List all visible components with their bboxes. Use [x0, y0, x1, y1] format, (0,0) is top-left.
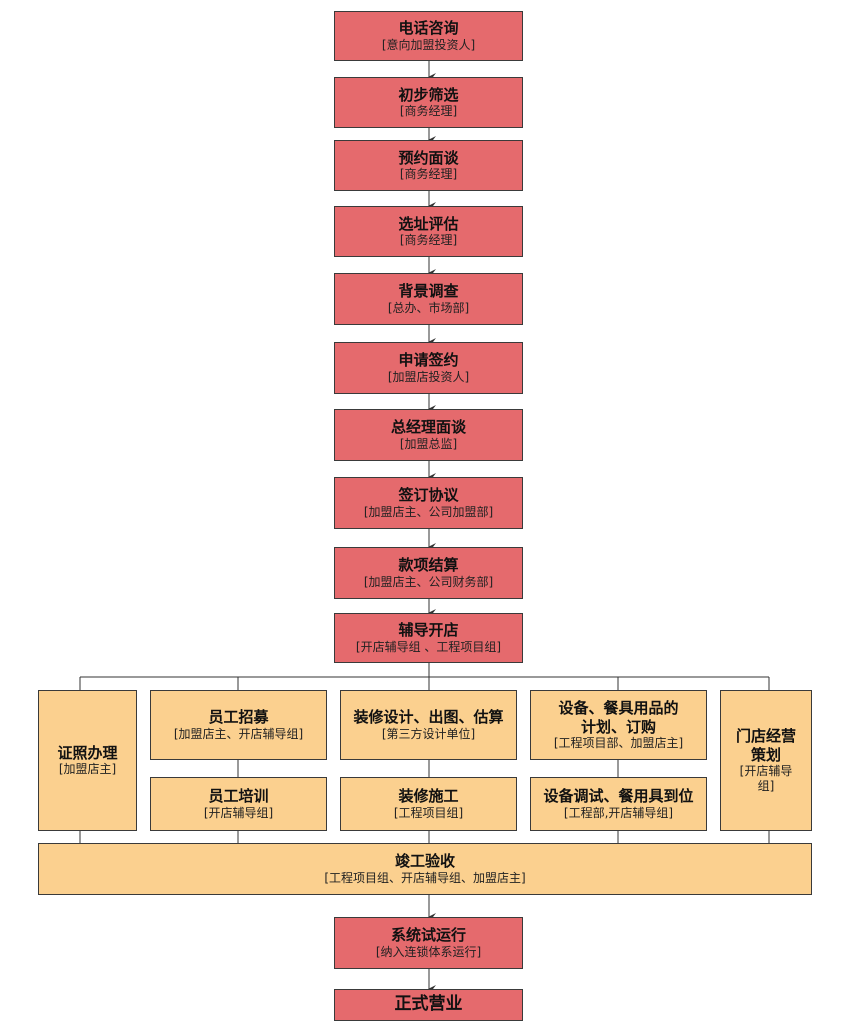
- step-title: 系统试运行: [390, 926, 466, 945]
- step-role: [商务经理]: [399, 167, 458, 182]
- step-payment-settlement: 款项结算 [加盟店主、公司财务部]: [334, 547, 523, 599]
- task-role: [第三方设计单位]: [381, 726, 476, 741]
- step-role: [加盟店主、公司财务部]: [363, 574, 494, 589]
- step-title: 竣工验收: [394, 852, 455, 871]
- step-title: 签订协议: [398, 486, 459, 505]
- task-title: 装修设计、出图、估算: [353, 708, 504, 727]
- task-role-line1: [开店辅导: [739, 764, 793, 779]
- task-title: 员工招募: [208, 708, 269, 727]
- task-store-planning: 门店经营 策划 [开店辅导 组]: [720, 690, 812, 831]
- task-title-line1: 设备、餐具用品的: [558, 698, 679, 717]
- step-title: 预约面谈: [398, 148, 459, 167]
- step-apply-contract: 申请签约 [加盟店投资人]: [334, 342, 523, 394]
- step-title: 初步筛选: [398, 85, 459, 104]
- step-opening-guidance: 辅导开店 [开店辅导组 、工程项目组]: [334, 613, 523, 663]
- step-role: [加盟店投资人]: [387, 369, 470, 384]
- step-phone-consult: 电话咨询 [意向加盟投资人]: [334, 11, 523, 61]
- step-appointment-interview: 预约面谈 [商务经理]: [334, 140, 523, 191]
- step-trial-run: 系统试运行 [纳入连锁体系运行]: [334, 917, 523, 969]
- step-role: [加盟店主、公司加盟部]: [363, 504, 494, 519]
- step-role: [商务经理]: [399, 233, 458, 248]
- step-role: [商务经理]: [399, 104, 458, 119]
- task-role: [工程项目部、加盟店主]: [553, 736, 684, 751]
- step-role: [纳入连锁体系运行]: [375, 944, 482, 959]
- step-sign-agreement: 签订协议 [加盟店主、公司加盟部]: [334, 477, 523, 529]
- task-staff-training: 员工培训 [开店辅导组]: [150, 777, 327, 831]
- task-license: 证照办理 [加盟店主]: [38, 690, 137, 831]
- task-equipment-testing: 设备调试、餐用具到位 [工程部,开店辅导组]: [530, 777, 707, 831]
- task-title-line2: 计划、订购: [580, 717, 656, 736]
- task-role: [工程部,开店辅导组]: [563, 805, 674, 820]
- step-completion-acceptance: 竣工验收 [工程项目组、开店辅导组、加盟店主]: [38, 843, 812, 895]
- step-title: 选址评估: [398, 214, 459, 233]
- task-staff-recruitment: 员工招募 [加盟店主、开店辅导组]: [150, 690, 327, 760]
- task-role: [加盟店主、开店辅导组]: [173, 726, 304, 741]
- step-role: [加盟总监]: [399, 436, 458, 451]
- task-role-line2: 组]: [757, 779, 775, 794]
- step-official-opening: 正式营业: [334, 989, 523, 1021]
- task-renovation-construction: 装修施工 [工程项目组]: [340, 777, 517, 831]
- task-role: [工程项目组]: [393, 805, 464, 820]
- task-title-line2: 策划: [750, 745, 781, 764]
- step-role: [总办、市场部]: [387, 300, 470, 315]
- step-title: 申请签约: [398, 351, 459, 370]
- step-title: 款项结算: [398, 556, 459, 575]
- step-title: 辅导开店: [398, 621, 459, 640]
- step-role: [意向加盟投资人]: [381, 37, 476, 52]
- step-role: [开店辅导组 、工程项目组]: [355, 639, 502, 654]
- task-title: 证照办理: [57, 743, 118, 762]
- step-initial-screening: 初步筛选 [商务经理]: [334, 77, 523, 128]
- step-background-check: 背景调查 [总办、市场部]: [334, 273, 523, 325]
- step-site-assessment: 选址评估 [商务经理]: [334, 206, 523, 257]
- step-title: 总经理面谈: [390, 418, 466, 437]
- step-role: [工程项目组、开店辅导组、加盟店主]: [324, 870, 526, 885]
- step-gm-interview: 总经理面谈 [加盟总监]: [334, 409, 523, 461]
- task-equipment-planning: 设备、餐具用品的 计划、订购 [工程项目部、加盟店主]: [530, 690, 707, 760]
- task-role: [开店辅导组]: [203, 805, 274, 820]
- task-title: 设备调试、餐用具到位: [543, 787, 694, 806]
- task-title: 装修施工: [398, 787, 459, 806]
- step-title: 电话咨询: [398, 19, 459, 38]
- step-title: 正式营业: [394, 994, 463, 1015]
- step-title: 背景调查: [398, 282, 459, 301]
- task-title-line1: 门店经营: [735, 726, 796, 745]
- task-title: 员工培训: [208, 787, 269, 806]
- task-role: [加盟店主]: [58, 762, 117, 777]
- task-renovation-design: 装修设计、出图、估算 [第三方设计单位]: [340, 690, 517, 760]
